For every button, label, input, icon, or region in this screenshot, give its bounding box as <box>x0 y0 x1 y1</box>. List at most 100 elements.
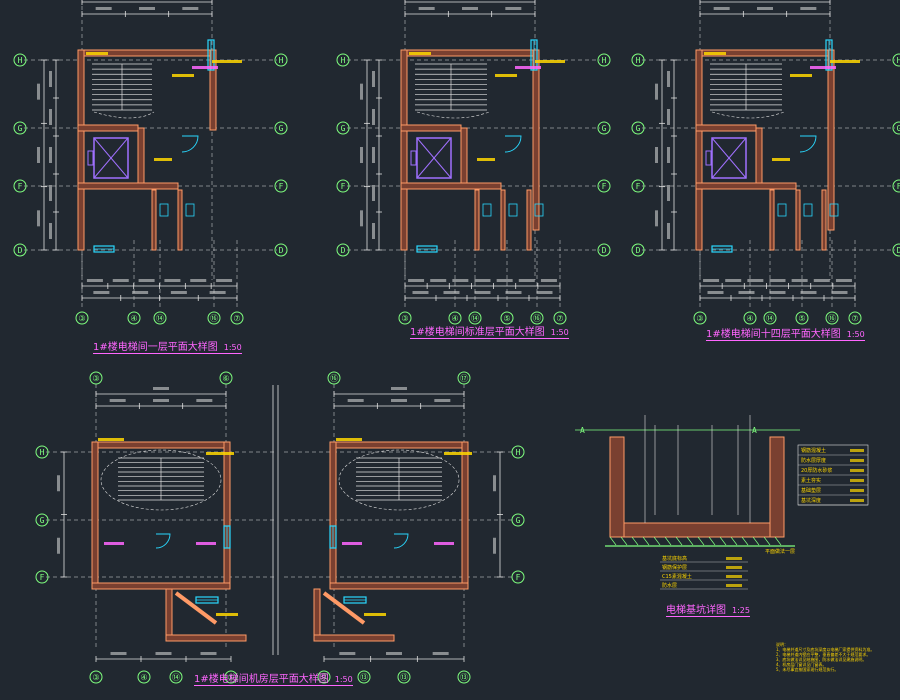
elevator-diagonal <box>93 137 129 179</box>
dimension-text <box>769 279 786 282</box>
axis-label: F <box>18 182 23 191</box>
wall-toilet <box>500 189 506 251</box>
dimension-text <box>49 109 52 125</box>
dimension-text <box>443 291 460 294</box>
dimension-text <box>153 387 169 390</box>
axis-bubble-row-H <box>13 53 27 67</box>
wall-toilet <box>177 189 183 251</box>
dimension-text <box>386 652 402 655</box>
earth-hatch <box>697 536 705 546</box>
dimension-text <box>170 291 187 294</box>
axis-bubble-row-F <box>597 179 611 193</box>
earth-hatch <box>664 536 672 546</box>
pit-wall-right <box>769 436 785 538</box>
axis-label: H <box>40 448 45 457</box>
earth-hatch <box>708 536 716 546</box>
earth-hatch <box>609 536 617 546</box>
elevation-label <box>98 438 124 441</box>
dimension-text <box>536 291 553 294</box>
elevation-label <box>409 52 431 55</box>
wall-interior <box>695 124 757 132</box>
axis-label: ⑬ <box>400 673 408 682</box>
earth-hatch <box>620 536 628 546</box>
stair-arc <box>338 449 460 511</box>
axis-bubble-bottom <box>693 311 707 325</box>
axis-bubble-bottom <box>169 670 183 684</box>
note-line: 3、底坑做法详见结施图，防水做法详见建施说明。 <box>776 657 867 662</box>
room-label <box>172 74 194 77</box>
axis-bubble-row-D <box>274 243 288 257</box>
axis-bubble-row-G <box>892 121 900 135</box>
axis-label: G <box>18 124 23 133</box>
axis-label: ⑬ <box>360 673 368 682</box>
stair-arc <box>416 111 490 119</box>
axis-bubble-row-H <box>35 445 49 459</box>
dimension-text <box>791 279 808 282</box>
dimension-text <box>432 652 449 655</box>
earth-hatch <box>719 536 727 546</box>
dimension-text <box>93 291 110 294</box>
pit-legend-value <box>850 489 864 492</box>
toilet-fixture <box>829 203 839 217</box>
axis-bubble-row-F <box>274 179 288 193</box>
axis-bubble-bottom <box>224 670 238 684</box>
axis-label: H <box>636 56 641 65</box>
dimension-text <box>835 279 852 282</box>
note-line: 5、未尽事宜按国家现行规范执行。 <box>776 667 839 672</box>
dimension-text <box>474 279 491 282</box>
axis-label: F <box>897 182 900 191</box>
axis-label: D <box>18 246 23 255</box>
room-label <box>477 158 495 161</box>
earth-hatch <box>774 536 782 546</box>
dimension-text <box>139 7 155 10</box>
dimension-text <box>430 279 447 282</box>
wall-interior <box>400 182 502 190</box>
axis-label: ⑯ <box>828 314 836 323</box>
pit-legend-label: 素土夯实 <box>801 477 821 484</box>
axis-bubble-row-F <box>892 179 900 193</box>
elevation-label <box>336 438 362 441</box>
axis-bubble-bottom <box>127 311 141 325</box>
axis-label: ③ <box>92 374 99 383</box>
dimension-text <box>37 147 40 163</box>
dimension-text <box>757 7 773 10</box>
axis-label: G <box>636 124 641 133</box>
room-label-machine <box>342 542 362 545</box>
dimension-text <box>769 291 786 294</box>
axis-label: ⑥ <box>222 374 229 383</box>
wall-east <box>827 49 835 231</box>
room-label-machine <box>104 542 124 545</box>
elevation-label <box>704 52 726 55</box>
axis-label: ③ <box>401 314 408 323</box>
dimension-text <box>713 7 730 10</box>
dimension-text <box>49 223 52 239</box>
wall-east <box>461 441 469 588</box>
dimension-text <box>813 279 830 282</box>
axis-label: ④ <box>130 314 137 323</box>
earth-hatch <box>642 536 650 546</box>
earth-hatch <box>741 536 749 546</box>
axis-label: ⑤ <box>798 314 805 323</box>
wall-interior <box>695 182 797 190</box>
dimension-text <box>667 109 670 125</box>
door-swing <box>393 533 409 549</box>
dimension-text <box>164 279 181 282</box>
axis-bubble-bottom <box>230 311 244 325</box>
dimension-text <box>408 279 425 282</box>
wall-shaft <box>137 127 145 187</box>
dimension-text <box>667 223 670 239</box>
axis-bubble-bottom <box>743 311 757 325</box>
axis-label: ⑯ <box>330 374 338 383</box>
dimension-text <box>360 83 363 100</box>
axis-bubble-bottom <box>468 311 482 325</box>
toilet-fixture <box>482 203 492 217</box>
door-swing <box>504 135 522 153</box>
dimension-text <box>493 475 496 492</box>
axis-label: ③ <box>78 314 85 323</box>
wall-interior <box>400 124 462 132</box>
dimension-text <box>462 7 478 10</box>
axis-label: ⑬ <box>320 673 328 682</box>
wall-annex <box>313 588 321 640</box>
